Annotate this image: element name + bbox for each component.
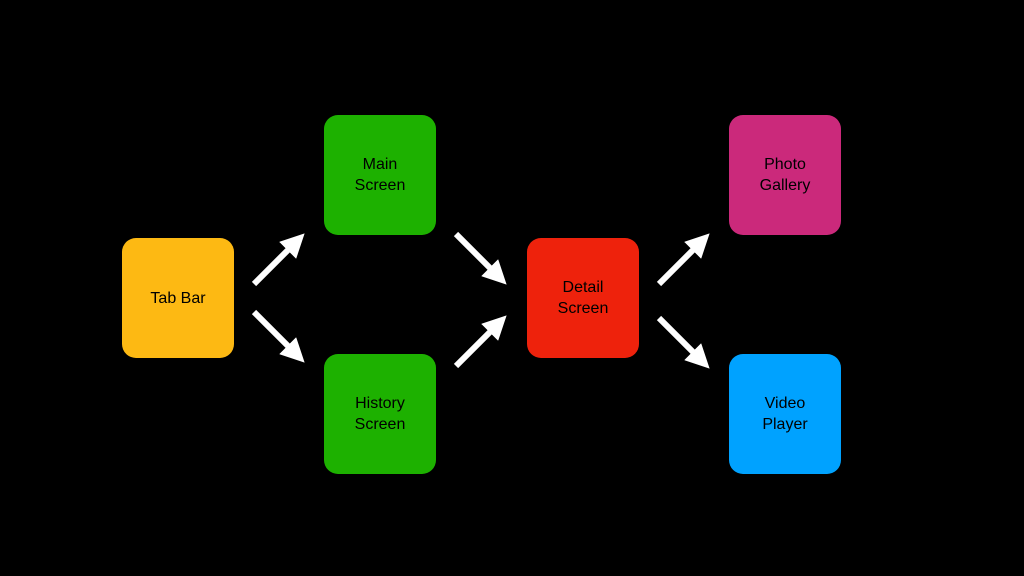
node-video-player-label: Video Player [762,395,808,433]
node-main-screen[interactable]: Main Screen [324,115,436,235]
node-history-screen-label: History Screen [354,395,406,433]
node-detail-screen[interactable]: Detail Screen [527,238,639,358]
node-history-screen[interactable]: History Screen [324,354,436,474]
node-photo-gallery[interactable]: Photo Gallery [729,115,841,235]
node-tab-bar-label: Tab Bar [150,289,206,307]
node-main-screen-label: Main Screen [354,156,406,194]
node-detail-screen-label: Detail Screen [557,279,609,317]
arrow-history-screen-to-detail-screen [453,315,507,369]
arrow-detail-screen-to-photo-gallery [656,233,710,287]
node-photo-gallery-label: Photo Gallery [759,156,811,194]
arrow-tab-bar-to-history-screen [251,309,305,363]
arrow-tab-bar-to-main-screen [251,233,305,287]
arrow-detail-screen-to-video-player [656,315,710,369]
node-video-player[interactable]: Video Player [729,354,841,474]
arrow-main-screen-to-detail-screen [453,231,507,285]
node-tab-bar[interactable]: Tab Bar [122,238,234,358]
